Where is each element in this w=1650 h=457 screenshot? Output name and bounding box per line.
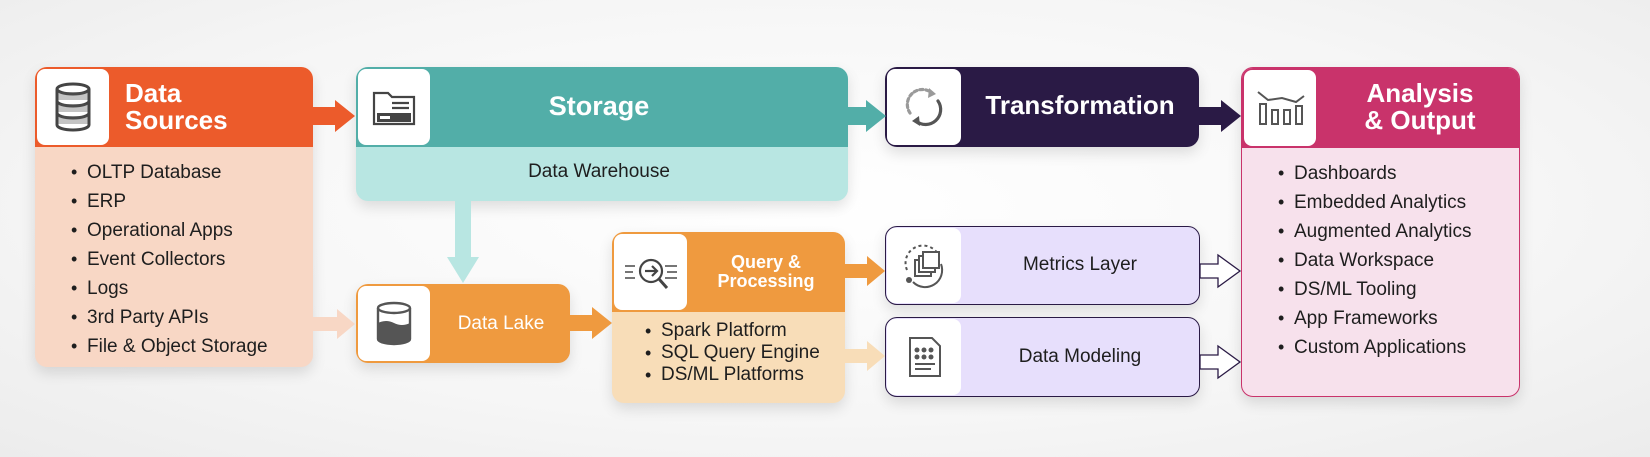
refresh-cycle-icon xyxy=(887,69,961,145)
list-item: SQL Query Engine xyxy=(645,342,820,364)
analysis-list: Dashboards Embedded Analytics Augmented … xyxy=(1278,159,1471,362)
arrow-sources-to-storage xyxy=(313,100,355,132)
layers-refresh-icon xyxy=(887,228,961,303)
data-lake-title: Data Lake xyxy=(457,312,545,334)
metrics-layer-card: Metrics Layer xyxy=(885,226,1200,305)
list-item: Embedded Analytics xyxy=(1278,188,1471,217)
analysis-title-line1: Analysis xyxy=(1366,77,1474,108)
list-item: ERP xyxy=(71,187,268,216)
arrow-metrics-to-analysis xyxy=(1199,253,1242,289)
data-sources-title-line2: Sources xyxy=(125,105,228,135)
database-icon xyxy=(37,69,109,145)
document-icon xyxy=(887,319,961,395)
bar-chart-icon xyxy=(1244,70,1316,146)
search-arrow-icon xyxy=(614,234,687,310)
bucket-icon xyxy=(358,286,430,361)
list-item: File & Object Storage xyxy=(71,332,268,361)
list-item: 3rd Party APIs xyxy=(71,303,268,332)
transformation-card: Transformation xyxy=(885,67,1199,147)
arrow-modeling-to-analysis xyxy=(1199,344,1242,380)
list-item: Augmented Analytics xyxy=(1278,217,1471,246)
list-item: Logs xyxy=(71,274,268,303)
arrow-query-to-metrics xyxy=(845,256,885,286)
analysis-card: Analysis & Output Dashboards Embedded An… xyxy=(1241,67,1520,397)
analysis-title-line2: & Output xyxy=(1364,105,1476,135)
list-item: Event Collectors xyxy=(71,245,268,274)
list-item: Operational Apps xyxy=(71,216,268,245)
storage-title: Storage xyxy=(548,90,650,121)
arrow-query-to-modeling xyxy=(845,341,885,371)
storage-card: Storage Data Warehouse xyxy=(356,67,848,201)
list-item: Custom Applications xyxy=(1278,333,1471,362)
list-item: DS/ML Tooling xyxy=(1278,275,1471,304)
data-lake-card: Data Lake xyxy=(356,284,570,363)
list-item: Dashboards xyxy=(1278,159,1471,188)
query-title-line1: Query & xyxy=(730,252,802,273)
data-modeling-title: Data Modeling xyxy=(1018,345,1142,367)
query-list: Spark Platform SQL Query Engine DS/ML Pl… xyxy=(645,320,820,386)
query-title-line2: Processing xyxy=(717,271,815,291)
arrow-sources-to-data-lake xyxy=(313,309,355,339)
transformation-title: Transformation xyxy=(985,90,1175,121)
arrow-transformation-to-analysis xyxy=(1199,100,1241,132)
data-sources-title-line1: Data xyxy=(125,77,182,108)
analysis-title: Analysis & Output xyxy=(1322,72,1518,142)
list-item: Data Workspace xyxy=(1278,246,1471,275)
list-item: OLTP Database xyxy=(71,158,268,187)
folder-icon xyxy=(358,69,430,145)
storage-header xyxy=(356,67,848,147)
data-sources-list: OLTP Database ERP Operational Apps Event… xyxy=(71,158,268,361)
arrow-storage-to-transformation xyxy=(848,100,886,132)
arrow-data-lake-to-query xyxy=(570,307,612,339)
data-modeling-card: Data Modeling xyxy=(885,317,1200,397)
query-title: Query & Processing xyxy=(690,240,842,304)
list-item: DS/ML Platforms xyxy=(645,364,820,386)
list-item: Spark Platform xyxy=(645,320,820,342)
metrics-layer-title: Metrics Layer xyxy=(1022,254,1138,275)
query-card: Query & Processing Spark Platform SQL Qu… xyxy=(612,232,845,403)
list-item: App Frameworks xyxy=(1278,304,1471,333)
data-warehouse-label: Data Warehouse xyxy=(528,161,670,182)
data-sources-title: Data Sources xyxy=(125,75,228,139)
data-sources-card: Data Sources OLTP Database ERP Operation… xyxy=(35,67,313,367)
arrow-storage-to-data-lake xyxy=(447,201,479,283)
